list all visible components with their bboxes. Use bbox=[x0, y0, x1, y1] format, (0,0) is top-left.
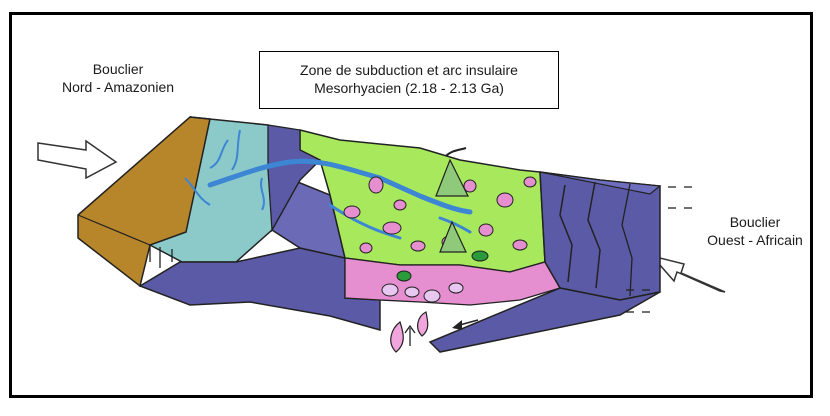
magma-droplets bbox=[391, 312, 428, 352]
magma-up-arrow bbox=[405, 326, 415, 346]
eruption-plume bbox=[446, 148, 466, 156]
basement-lower bbox=[140, 248, 380, 330]
east-compression-arrow bbox=[652, 256, 725, 292]
west-compression-arrow bbox=[38, 141, 116, 178]
